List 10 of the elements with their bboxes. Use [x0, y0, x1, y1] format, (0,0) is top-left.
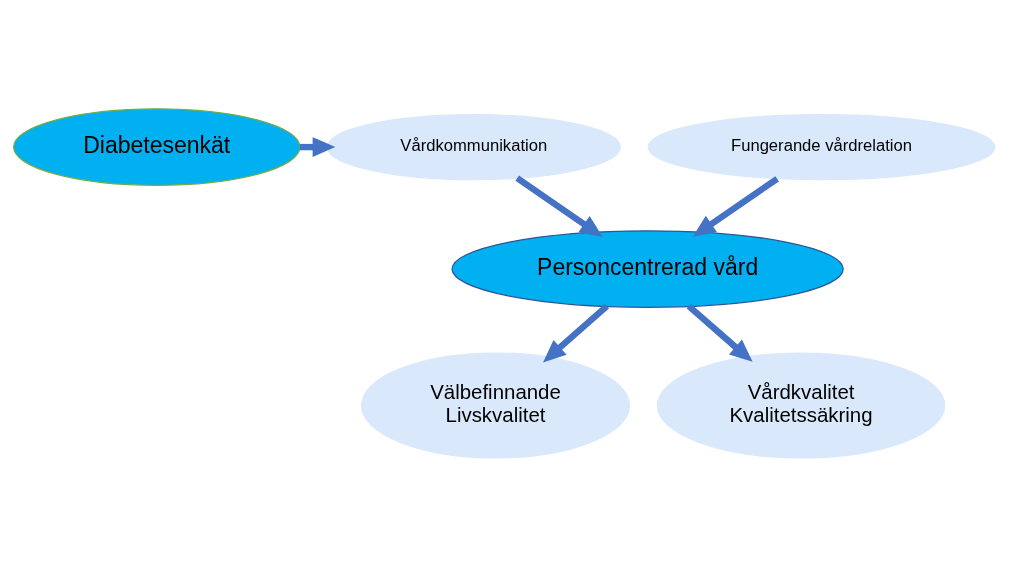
- arrow: [686, 303, 753, 362]
- arrow: [543, 303, 609, 363]
- node-ellipse: Personcentrerad vård: [451, 230, 844, 308]
- node-ellipse: Diabetesenkät: [13, 108, 301, 186]
- arrow: [692, 176, 779, 237]
- node-ellipse: Vårdkvalitet Kvalitetssäkring: [656, 352, 946, 459]
- node-ellipse: Fungerande vårdrelation: [647, 113, 996, 181]
- node-ellipse: Vårdkommunikation: [326, 113, 621, 181]
- node-ellipse: Välbefinnande Livskvalitet: [360, 352, 631, 459]
- arrow: [515, 175, 603, 237]
